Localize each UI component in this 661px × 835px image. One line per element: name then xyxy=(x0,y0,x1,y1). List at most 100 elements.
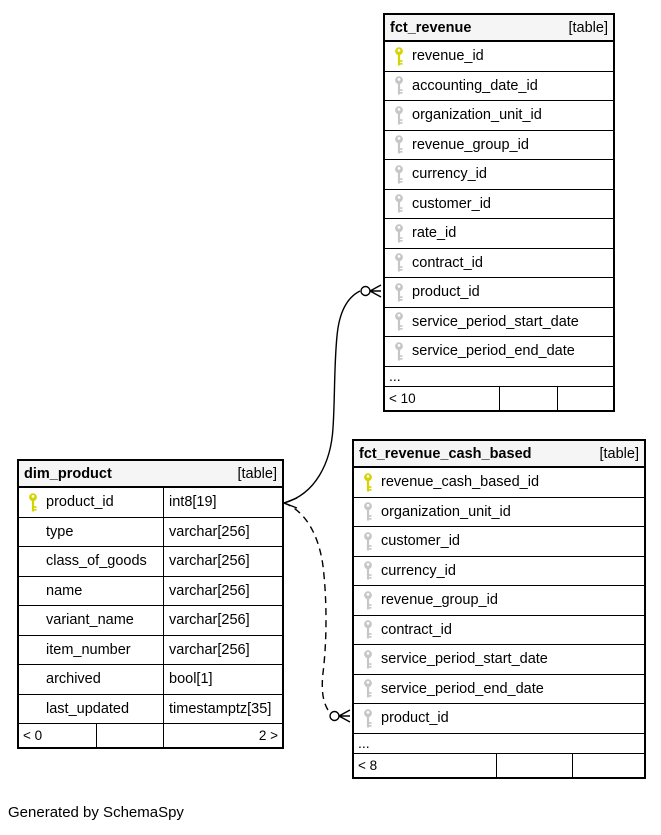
column-name-cell: archived xyxy=(19,665,164,694)
column-type: int8[19] xyxy=(169,494,217,511)
column-name: last_updated xyxy=(46,700,130,717)
column-name: contract_id xyxy=(412,254,483,271)
column-name-cell: type xyxy=(19,517,164,546)
footer-parents-count: 2 > xyxy=(258,728,278,743)
column-type: varchar[256] xyxy=(169,523,250,540)
column-name: currency_id xyxy=(412,166,487,183)
column-name: organization_unit_id xyxy=(412,107,542,124)
column-name: service_period_start_date xyxy=(381,651,548,668)
column-row: product_id int8[19] xyxy=(19,488,282,518)
zero-circle-fct-revenue-cash-based-icon xyxy=(329,710,340,722)
column-name: product_id xyxy=(381,710,449,727)
column-row: accounting_date_id xyxy=(385,72,613,101)
column-row: product_id xyxy=(385,278,613,308)
foreign-key-icon xyxy=(363,591,373,610)
column-name-cell: last_updated xyxy=(19,694,164,723)
footer-children-count: < 0 xyxy=(19,724,97,747)
column-row: currency_id xyxy=(354,557,644,586)
foreign-key-icon xyxy=(363,650,373,669)
footer-children-count: < 10 xyxy=(385,386,500,410)
column-rows: revenue_id accounting_date_id organization… xyxy=(385,42,613,367)
column-name: name xyxy=(46,582,83,599)
column-row: type varchar[256] xyxy=(19,517,282,547)
column-name: rate_id xyxy=(412,225,457,242)
column-name: contract_id xyxy=(381,621,452,638)
footer-cell xyxy=(500,386,558,410)
foreign-key-icon xyxy=(363,502,373,521)
primary-key-icon xyxy=(28,493,38,512)
column-row: revenue_group_id xyxy=(385,131,613,160)
table-title: fct_revenue_cash_based xyxy=(359,445,532,462)
column-row: service_period_start_date xyxy=(385,308,613,337)
foreign-key-icon xyxy=(363,532,373,551)
column-row: rate_id xyxy=(385,219,613,249)
foreign-key-icon xyxy=(394,224,404,243)
column-name-cell: product_id xyxy=(19,488,164,517)
foreign-key-icon xyxy=(394,135,404,154)
table-fct-revenue-cash-based[interactable]: fct_revenue_cash_based [table] revenue_c… xyxy=(352,439,646,779)
column-name-cell: item_number xyxy=(19,635,164,664)
column-row: currency_id xyxy=(385,160,613,190)
column-name: class_of_goods xyxy=(46,553,147,570)
column-name: revenue_group_id xyxy=(412,136,529,153)
column-row: customer_id xyxy=(354,527,644,557)
column-row: revenue_id xyxy=(385,42,613,72)
relationship-dashed-line xyxy=(283,502,331,714)
footer-cell xyxy=(97,724,164,747)
column-row: service_period_start_date xyxy=(354,645,644,675)
table-badge: [table] xyxy=(568,19,609,36)
foreign-key-icon xyxy=(394,106,404,125)
column-name-cell: class_of_goods xyxy=(19,547,164,576)
column-name: variant_name xyxy=(46,612,134,629)
zero-circle-fct-revenue-icon xyxy=(360,285,371,297)
foreign-key-icon xyxy=(363,561,373,580)
column-rows: product_id int8[19] type varchar[256] class_… xyxy=(19,488,282,724)
column-name: accounting_date_id xyxy=(412,77,538,94)
column-name: revenue_group_id xyxy=(381,592,498,609)
column-name: currency_id xyxy=(381,562,456,579)
table-title: dim_product xyxy=(24,465,112,482)
footer-cell xyxy=(497,753,573,777)
foreign-key-icon xyxy=(363,679,373,698)
table-footer: < 0 2 > xyxy=(19,724,282,747)
table-fct-revenue[interactable]: fct_revenue [table] revenue_id accounting… xyxy=(383,13,615,412)
table-footer: < 10 xyxy=(385,386,613,410)
column-rows: revenue_cash_based_id organization_unit_i… xyxy=(354,468,644,734)
foreign-key-icon xyxy=(394,283,404,302)
footer-children-count: < 8 xyxy=(354,753,497,777)
foreign-key-icon xyxy=(394,165,404,184)
column-type: bool[1] xyxy=(169,671,213,688)
crowfoot-fct-revenue-cash-based-icon xyxy=(338,709,351,723)
column-name: product_id xyxy=(412,284,480,301)
column-name-cell: name xyxy=(19,576,164,605)
column-row: contract_id xyxy=(354,616,644,645)
more-columns-ellipsis: ... xyxy=(385,367,613,387)
foreign-key-icon xyxy=(363,709,373,728)
footer-parents-count xyxy=(573,754,644,777)
column-name: archived xyxy=(46,671,101,688)
column-name: organization_unit_id xyxy=(381,503,511,520)
table-title: fct_revenue xyxy=(390,19,472,36)
foreign-key-icon xyxy=(394,342,404,361)
column-name: service_period_end_date xyxy=(412,343,575,360)
column-row: service_period_end_date xyxy=(385,337,613,367)
foreign-key-icon xyxy=(394,76,404,95)
foreign-key-icon xyxy=(363,620,373,639)
column-name: customer_id xyxy=(412,195,491,212)
column-name: service_period_start_date xyxy=(412,313,579,330)
column-name: revenue_cash_based_id xyxy=(381,474,540,491)
column-type: varchar[256] xyxy=(169,612,250,629)
column-row: contract_id xyxy=(385,249,613,278)
table-header: fct_revenue [table] xyxy=(385,15,613,42)
primary-key-icon xyxy=(394,47,404,66)
foreign-key-icon xyxy=(394,312,404,331)
table-header: fct_revenue_cash_based [table] xyxy=(354,441,644,468)
column-name: item_number xyxy=(46,641,131,658)
column-row: customer_id xyxy=(385,190,613,219)
column-row: service_period_end_date xyxy=(354,675,644,704)
